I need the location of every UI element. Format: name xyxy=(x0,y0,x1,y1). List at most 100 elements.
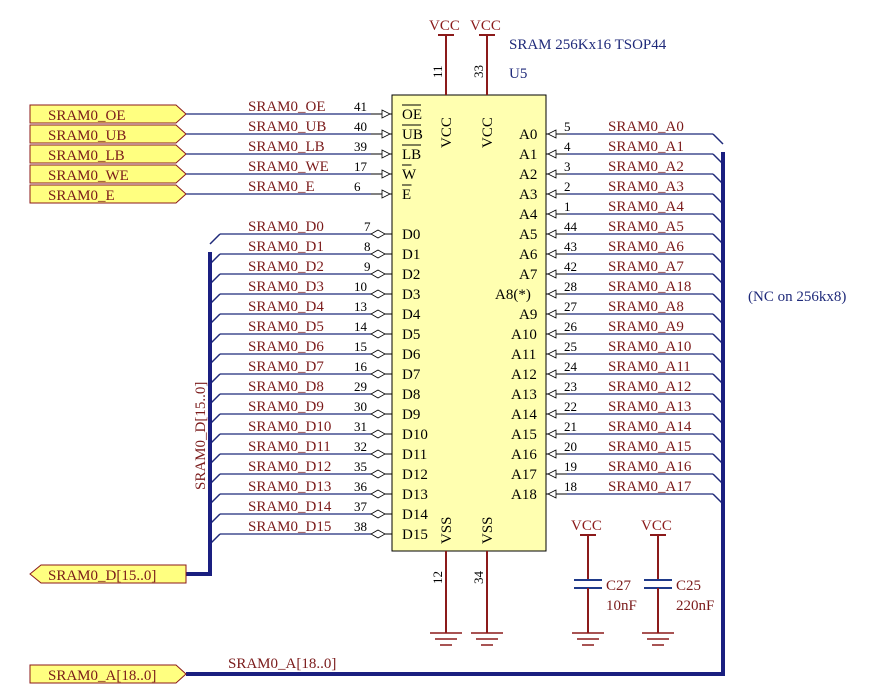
data-net-8: SRAM0_D8 xyxy=(248,379,324,395)
addr-net-12: SRAM0_A11 xyxy=(608,359,691,375)
data-arrow-15 xyxy=(370,529,386,539)
vss-pin-number-1: 34 xyxy=(471,571,486,585)
part-name: SRAM 256Kx16 TSOP44 xyxy=(509,37,667,53)
addr-net-5: SRAM0_A5 xyxy=(608,219,684,235)
cap-value-1: 220nF xyxy=(676,598,714,614)
addr-pin-name-10: A10 xyxy=(511,327,537,343)
data-net-6: SRAM0_D6 xyxy=(248,339,324,355)
addr-arrow-15 xyxy=(547,429,557,439)
control-pin-number-2: 39 xyxy=(354,139,367,154)
addr-net-11: SRAM0_A10 xyxy=(608,339,691,355)
addr-pin-name-9: A9 xyxy=(519,307,537,323)
data-pin-name-14: D14 xyxy=(402,507,428,523)
addr-pin-name-11: A11 xyxy=(511,347,536,363)
data-arrow-3 xyxy=(370,289,386,299)
port-label-0: SRAM0_OE xyxy=(48,108,126,124)
control-pin-number-1: 40 xyxy=(354,119,367,134)
data-pin-number-15: 38 xyxy=(354,519,367,534)
vss-pin-name-1: VSS xyxy=(480,516,496,544)
data-pin-name-5: D5 xyxy=(402,327,420,343)
data-pin-name-15: D15 xyxy=(402,527,428,543)
addr-arrow-5 xyxy=(547,229,557,239)
data-pin-number-10: 31 xyxy=(354,419,367,434)
data-pin-number-6: 15 xyxy=(354,339,367,354)
data-pin-name-1: D1 xyxy=(402,247,420,263)
data-arrow-2 xyxy=(370,269,386,279)
data-net-11: SRAM0_D11 xyxy=(248,439,331,455)
data-arrow-6 xyxy=(370,349,386,359)
address-group: SRAM0_A05A0SRAM0_A14A1SRAM0_A23A2SRAM0_A… xyxy=(495,119,724,505)
addr-arrow-6 xyxy=(547,249,557,259)
addr-arrow-18 xyxy=(547,489,557,499)
addr-pin-name-18: A18 xyxy=(511,487,537,503)
data-pin-number-1: 8 xyxy=(364,239,371,254)
addr-pin-name-1: A1 xyxy=(519,147,537,163)
data-bus-label: SRAM0_D[15..0] xyxy=(193,382,209,490)
data-pin-name-13: D13 xyxy=(402,487,428,503)
addr-pin-name-4: A4 xyxy=(519,207,538,223)
port-addr-bus-label: SRAM0_A[18..0] xyxy=(48,668,156,684)
data-arrow-4 xyxy=(370,309,386,319)
control-pin-number-4: 6 xyxy=(354,179,361,194)
port-sram0-we xyxy=(29,164,187,184)
data-pin-number-11: 32 xyxy=(354,439,367,454)
addr-pin-number-3: 2 xyxy=(564,179,571,194)
data-net-9: SRAM0_D9 xyxy=(248,399,324,415)
addr-pin-name-12: A12 xyxy=(511,367,537,383)
data-arrow-5 xyxy=(370,329,386,339)
addr-net-4: SRAM0_A4 xyxy=(608,199,684,215)
control-pin-number-0: 41 xyxy=(354,99,367,114)
addr-net-8: SRAM0_A18 xyxy=(608,279,691,295)
port-label-4: SRAM0_E xyxy=(48,188,115,204)
addr-pin-name-6: A6 xyxy=(519,247,538,263)
addr-pin-number-2: 3 xyxy=(564,159,571,174)
data-pin-number-7: 16 xyxy=(354,359,368,374)
addr-pin-number-0: 5 xyxy=(564,119,571,134)
addr-pin-number-16: 20 xyxy=(564,439,577,454)
addr-pin-name-2: A2 xyxy=(519,167,537,183)
port-sram0-e xyxy=(29,184,187,204)
data-arrow-13 xyxy=(370,489,386,499)
data-pin-name-12: D12 xyxy=(402,467,428,483)
addr-arrow-9 xyxy=(547,309,557,319)
cap-value-0: 10nF xyxy=(606,598,637,614)
addr-arrow-7 xyxy=(547,269,557,279)
addr-pin-name-0: A0 xyxy=(519,127,537,143)
addr-pin-number-4: 1 xyxy=(564,199,571,214)
port-label-1: SRAM0_UB xyxy=(48,128,126,144)
data-pin-name-2: D2 xyxy=(402,267,420,283)
addr-pin-number-12: 24 xyxy=(564,359,578,374)
addr-arrow-2 xyxy=(547,169,557,179)
cap-vcc-label-0: VCC xyxy=(571,518,602,534)
control-net-3: SRAM0_WE xyxy=(248,159,329,175)
addr-arrow-16 xyxy=(547,449,557,459)
addr-net-2: SRAM0_A2 xyxy=(608,159,684,175)
addr-net-16: SRAM0_A15 xyxy=(608,439,691,455)
addr-arrow-8 xyxy=(547,289,557,299)
data-net-1: SRAM0_D1 xyxy=(248,239,324,255)
port-label-2: SRAM0_LB xyxy=(48,148,125,164)
control-pin-name-0: OE xyxy=(402,107,422,123)
addr-bus-entry-0 xyxy=(712,133,724,145)
nc-note: (NC on 256kx8) xyxy=(748,289,846,305)
data-net-15: SRAM0_D15 xyxy=(248,519,331,535)
addr-net-7: SRAM0_A7 xyxy=(608,259,684,275)
port-sram0-lb xyxy=(29,144,187,164)
data-net-13: SRAM0_D13 xyxy=(248,479,331,495)
data-arrow-1 xyxy=(370,249,386,259)
control-arrow-3 xyxy=(381,169,391,179)
data-pin-number-14: 37 xyxy=(354,499,368,514)
vcc-pin-name-0: VCC xyxy=(439,117,455,148)
control-arrow-4 xyxy=(381,189,391,199)
vss-pin-number-0: 12 xyxy=(430,571,445,584)
vss-pin-name-0: VSS xyxy=(439,516,455,544)
addr-pin-name-16: A16 xyxy=(511,447,537,463)
cap-vcc-label-1: VCC xyxy=(641,518,672,534)
cap-ref-0: C27 xyxy=(606,578,632,594)
addr-arrow-13 xyxy=(547,389,557,399)
addr-pin-name-7: A7 xyxy=(519,267,538,283)
